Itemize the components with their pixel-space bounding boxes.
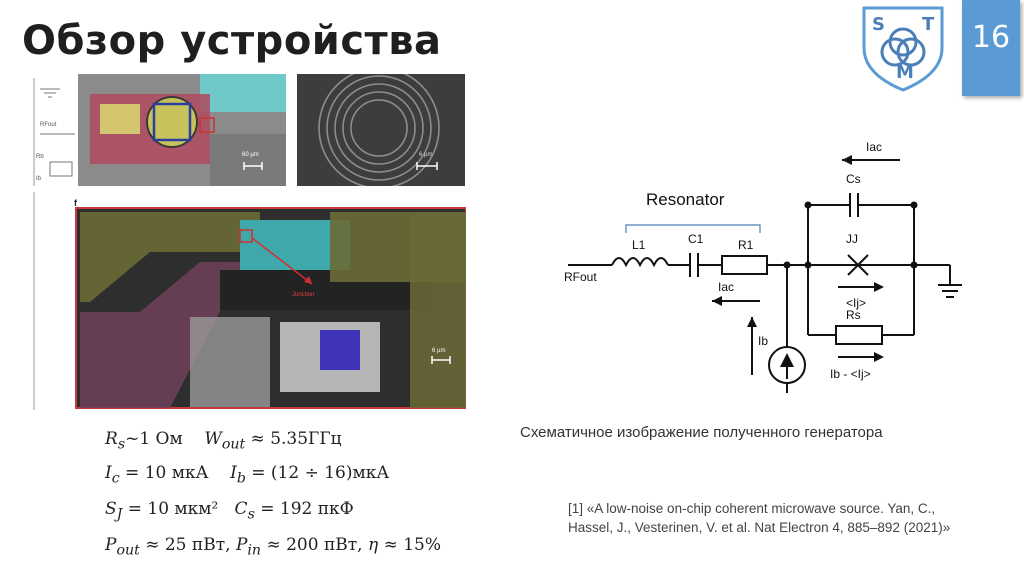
resistor-r1-label: R1: [738, 238, 754, 252]
bias-current-label: Ib: [758, 334, 768, 348]
page-number-badge: 16: [962, 0, 1020, 96]
generator-circuit-diagram: Resonator RFout L1 C1 R1 Iac Iac Cs JJ <…: [564, 140, 962, 393]
micrograph-label-rfout: RFout: [40, 122, 57, 128]
slide-title: Обзор устройства: [22, 18, 442, 64]
formula-line-3: SJ = 10 мкм² Cs = 192 пкФ: [105, 499, 354, 523]
iac-current-label: Iac: [866, 140, 882, 154]
rfout-label: RFout: [564, 270, 597, 284]
logo-letter-m: M: [896, 62, 914, 83]
scale-bar-label: 6 µm: [432, 348, 445, 354]
resonator-label: Resonator: [646, 190, 725, 209]
resonator-rings-micrograph: 6 µm: [297, 74, 465, 186]
capacitor-c1-label: C1: [688, 232, 704, 246]
page-number: 16: [971, 20, 1011, 55]
panel-label: f: [74, 198, 78, 208]
micrograph-label-rb: Rb: [36, 154, 44, 160]
reference-citation: [1] «A low-noise on-chip coherent microw…: [568, 501, 951, 535]
micrograph-label-ib: Ib: [36, 176, 42, 182]
scale-bar-label: 60 µm: [242, 152, 259, 158]
resistor-rs-label: Rs: [846, 308, 861, 322]
inductor-l1-label: L1: [632, 238, 646, 252]
capacitor-cs-label: Cs: [846, 172, 861, 186]
formula-line-2: Ic = 10 мкА Ib = (12 ÷ 16)мкА: [105, 463, 390, 487]
logo-letter-s: S: [872, 14, 885, 35]
logo-letter-t: T: [922, 14, 935, 35]
junction-current-label: <Ij>: [846, 296, 866, 310]
formula-line-1: Rs~1 Ом Wout ≈ 5.35ГГц: [105, 429, 342, 453]
formula-line-4: Pout ≈ 25 пВт, Pin ≈ 200 пВт, η ≈ 15%: [105, 535, 442, 559]
device-micrograph-top-left: RFout Rb Ib 60 µm: [30, 74, 286, 186]
scale-bar-label: 6 µm: [419, 152, 432, 158]
shunt-current-label: Ib - <Ij>: [830, 367, 871, 381]
stm-logo: S T M: [862, 6, 944, 92]
josephson-junction-label: JJ: [846, 232, 858, 246]
junction-micrograph: f Junction 6 µm: [30, 192, 466, 410]
diagram-caption: Схематичное изображение полученного гене…: [520, 424, 883, 441]
junction-arrow-label: Junction: [292, 292, 314, 298]
iac-current-label: Iac: [718, 280, 734, 294]
